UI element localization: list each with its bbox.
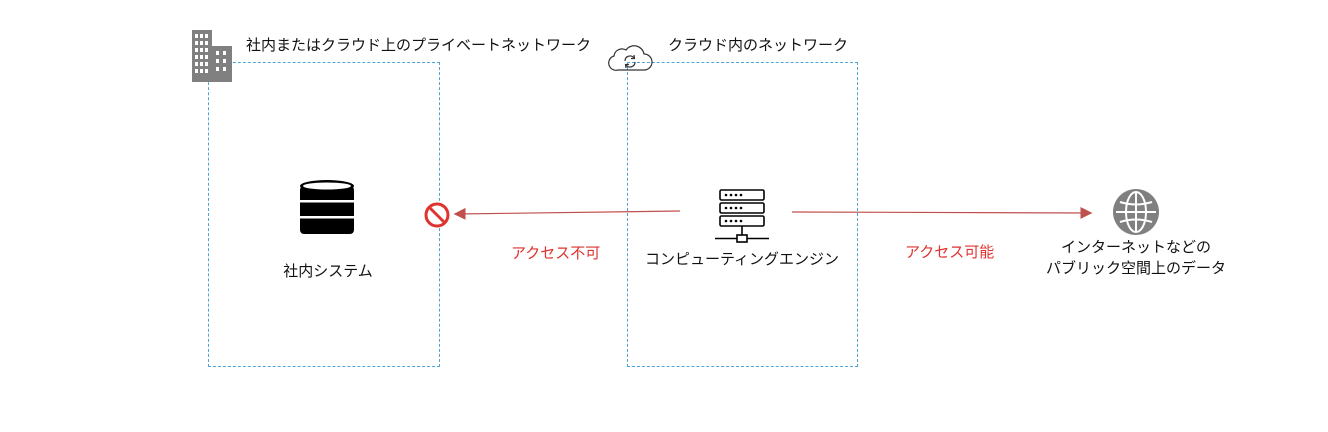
compute-engine-label: コンピューティングエンジン	[644, 250, 840, 268]
database-icon	[300, 180, 354, 234]
cloud-network-zone	[627, 62, 858, 367]
public-data-label-line2: パブリック空間上のデータ	[1045, 259, 1226, 277]
globe-icon	[1113, 189, 1159, 235]
internal-system-label: 社内システム	[283, 262, 373, 280]
server-network-icon	[715, 189, 769, 243]
building-icon	[192, 30, 232, 82]
cloud-sync-icon	[608, 45, 653, 71]
cloud-network-title: クラウド内のネットワーク	[668, 36, 849, 54]
denied-edge-line	[453, 207, 681, 220]
allowed-edge-label: アクセス可能	[905, 243, 995, 261]
prohibited-icon	[424, 202, 450, 228]
allowed-edge-line	[791, 206, 1093, 219]
public-data-label-line1: インターネットなどの	[1060, 238, 1211, 256]
denied-edge-label: アクセス不可	[511, 244, 601, 262]
private-network-title: 社内またはクラウド上のプライベートネットワーク	[246, 36, 592, 54]
